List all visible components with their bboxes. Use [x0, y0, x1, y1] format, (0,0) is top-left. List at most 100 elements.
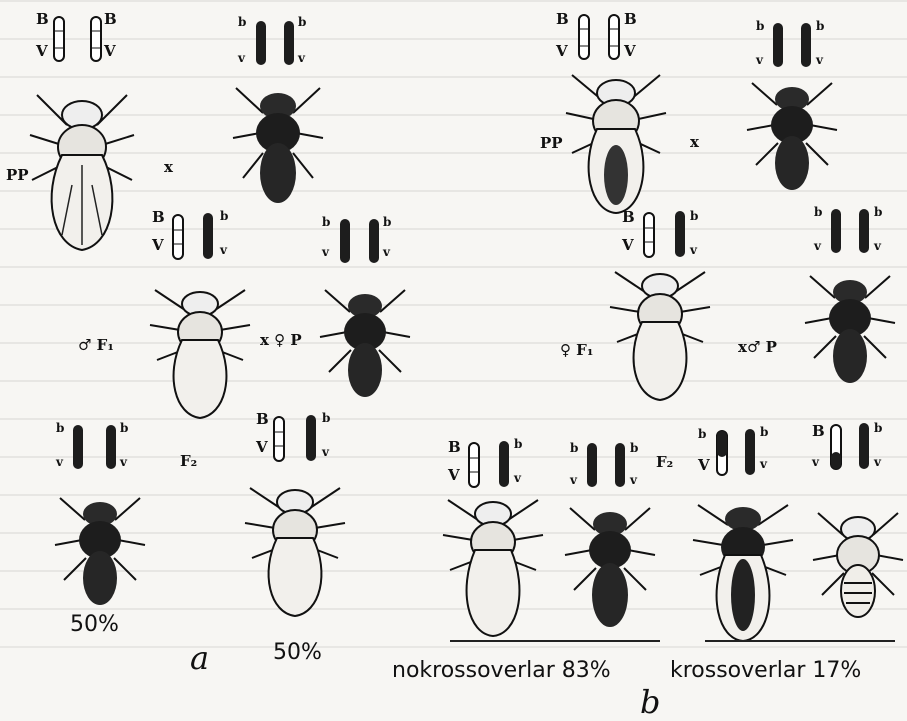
allele-label: v [756, 54, 763, 66]
chromosome-dark [368, 218, 378, 264]
noncrossover-label: nokrossoverlar 83% [392, 660, 611, 682]
chromosome-dark [830, 208, 840, 254]
chromosome-dark [255, 20, 265, 66]
chromosome-dark [305, 414, 315, 460]
allele-label: v [322, 446, 329, 458]
cross-symbol: x [164, 160, 173, 175]
chromosome-white [578, 14, 588, 60]
cross-symbol: x [690, 135, 699, 150]
allele-label: v [570, 474, 577, 486]
allele-label: v [298, 52, 305, 64]
allele-label: b [322, 412, 330, 424]
chromosome-dark [72, 424, 82, 470]
panel-letter-b: b [640, 686, 660, 718]
fly-wild-type-f1 [145, 280, 255, 420]
chromosome-dark [772, 22, 782, 68]
chromosome-dark [202, 212, 212, 258]
fly-black-vestigial [800, 268, 900, 386]
allele-label: B [36, 12, 49, 27]
fly-gray-vestigial [808, 505, 907, 623]
allele-label: V [104, 44, 116, 59]
allele-label: B [256, 412, 269, 427]
chromosome-dark [498, 440, 508, 486]
allele-label: B [812, 424, 825, 439]
cross-male-p-label: x♂ P [738, 340, 777, 355]
chromosome-dark [339, 218, 349, 264]
crossover-label: krossoverlar 17% [670, 660, 861, 682]
allele-label: b [756, 20, 764, 32]
allele-label: V [556, 44, 568, 59]
allele-label: v [690, 244, 697, 256]
allele-label: b [816, 20, 824, 32]
allele-label: b [874, 422, 882, 434]
percentage-left-a: 50% [70, 614, 119, 636]
percentage-right-a: 50% [273, 642, 322, 664]
allele-label: b [514, 438, 522, 450]
allele-label: V [256, 440, 268, 455]
chromosome-white [643, 212, 653, 258]
chromosome-dark [586, 442, 596, 488]
allele-label: B [622, 210, 635, 225]
allele-label: b [238, 16, 246, 28]
f2-label: F₂ [180, 454, 197, 469]
allele-label: b [630, 442, 638, 454]
allele-label: V [448, 468, 460, 483]
allele-label: V [698, 458, 710, 473]
noncrossover-bracket [450, 628, 660, 642]
fly-black-vestigial [315, 282, 415, 400]
allele-label: B [104, 12, 117, 27]
fly-black-long-wing [688, 495, 798, 643]
allele-label: b [874, 206, 882, 218]
chromosome-white [90, 16, 100, 62]
allele-label: V [622, 238, 634, 253]
allele-label: b [322, 216, 330, 228]
allele-label: v [514, 472, 521, 484]
allele-label: v [816, 54, 823, 66]
allele-label: v [120, 456, 127, 468]
allele-label: b [220, 210, 228, 222]
chromosome-white [273, 416, 283, 462]
chromosome-white [53, 16, 63, 62]
chromosome-white [172, 214, 182, 260]
allele-label: b [814, 206, 822, 218]
allele-label: b [760, 426, 768, 438]
allele-label: v [812, 456, 819, 468]
allele-label: b [298, 16, 306, 28]
chromosome-recombinant [716, 430, 726, 476]
allele-label: v [56, 456, 63, 468]
allele-label: b [698, 428, 706, 440]
allele-label: V [36, 44, 48, 59]
f1-male-label: ♂ F₁ [78, 338, 114, 353]
allele-label: v [322, 246, 329, 258]
allele-label: b [690, 210, 698, 222]
allele-label: B [556, 12, 569, 27]
allele-label: v [874, 456, 881, 468]
pp-label: PP [6, 168, 29, 183]
allele-label: b [120, 422, 128, 434]
fly-wild-type-f2 [240, 478, 350, 618]
allele-label: b [56, 422, 64, 434]
chromosome-white [608, 14, 618, 60]
chromosome-dark [744, 428, 754, 474]
allele-label: v [874, 240, 881, 252]
fly-black-vestigial [228, 78, 328, 208]
chromosome-dark [105, 424, 115, 470]
chromosome-dark [674, 210, 684, 256]
pp-label: PP [540, 136, 563, 151]
allele-label: V [624, 44, 636, 59]
allele-label: B [152, 210, 165, 225]
chromosome-dark [800, 22, 810, 68]
allele-label: v [238, 52, 245, 64]
allele-label: B [624, 12, 637, 27]
f2-label: F₂ [656, 455, 673, 470]
fly-wild-type-large [22, 85, 142, 253]
allele-label: v [630, 474, 637, 486]
allele-label: v [220, 244, 227, 256]
chromosome-dark [614, 442, 624, 488]
allele-label: b [383, 216, 391, 228]
allele-label: b [570, 442, 578, 454]
fly-black-vestigial [50, 490, 150, 608]
fly-black-vestigial [560, 500, 660, 630]
allele-label: v [760, 458, 767, 470]
chromosome-dark [858, 422, 868, 468]
